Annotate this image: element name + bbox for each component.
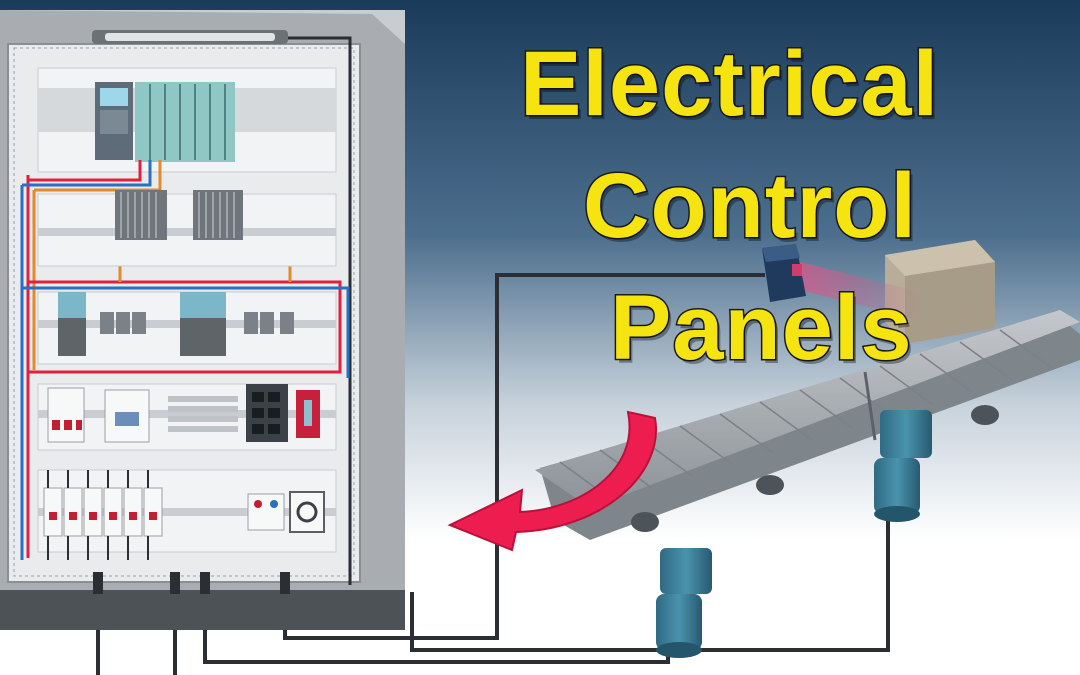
circuit-breaker-icon xyxy=(47,387,85,443)
sensor-beam xyxy=(800,262,920,320)
arrow-icon xyxy=(447,410,658,552)
relay-group xyxy=(100,312,294,334)
terminal-block-group xyxy=(115,190,243,240)
power-supply-icon xyxy=(58,292,226,356)
conveyor-belt xyxy=(535,310,1080,540)
thermostat-icon xyxy=(247,493,285,531)
plc-icon xyxy=(95,82,235,162)
control-cabinet xyxy=(0,10,405,630)
sensor-icon xyxy=(762,244,806,302)
title-line-2: Control xyxy=(581,155,918,257)
title-line-1: Electrical xyxy=(518,33,940,135)
motor-icon-2 xyxy=(874,410,932,522)
socket-icon xyxy=(289,491,325,533)
contactor-icon xyxy=(104,389,150,443)
switch-icon xyxy=(246,384,320,442)
motor-icon xyxy=(656,548,712,658)
title-line-3: Panels xyxy=(609,277,914,379)
